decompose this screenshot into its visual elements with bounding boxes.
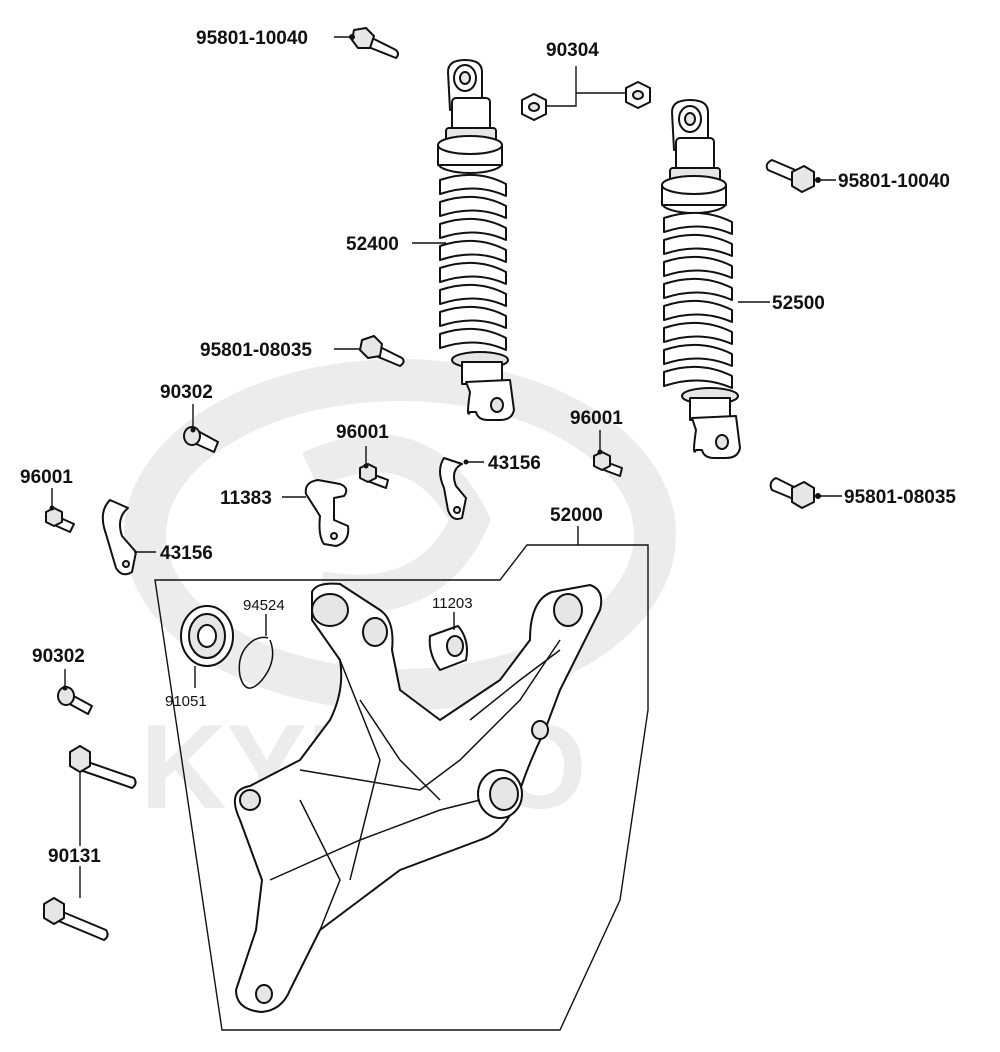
small-bolt-center (359, 463, 389, 489)
leader-lines (51, 36, 842, 898)
label-52000: 52000 (550, 505, 603, 526)
nut-left (521, 93, 547, 121)
bushing (428, 625, 468, 671)
swing-arm-group-outline (154, 544, 649, 1031)
label-95801-08035-mid-left: 95801-08035 (200, 340, 312, 361)
leader-dots (49, 34, 821, 691)
screw-upper (183, 426, 219, 453)
left-shock-absorber (437, 59, 515, 421)
flange-bolt-top-left (351, 27, 399, 59)
right-shock-absorber (661, 99, 741, 459)
circlip (238, 636, 274, 689)
label-95801-10040-top-left: 95801-10040 (196, 28, 308, 49)
bearing (180, 605, 234, 667)
flange-bolt-mid-left (359, 335, 405, 367)
label-95801-10040-top-right: 95801-10040 (838, 171, 950, 192)
label-95801-08035-mid-right: 95801-08035 (844, 487, 956, 508)
label-90302-lower: 90302 (32, 646, 85, 667)
label-96001-left: 96001 (20, 467, 73, 488)
bracket (304, 479, 350, 547)
label-94524: 94524 (243, 597, 285, 614)
label-90302-upper: 90302 (160, 382, 213, 403)
label-90131: 90131 (48, 846, 101, 867)
label-96001-center: 96001 (336, 422, 389, 443)
label-52500: 52500 (772, 293, 825, 314)
small-bolt-left (45, 507, 75, 533)
label-11383: 11383 (220, 488, 272, 509)
label-96001-right: 96001 (570, 408, 623, 429)
flange-bolt-top-right (765, 159, 815, 193)
label-43156-left: 43156 (160, 543, 213, 564)
screw-lower (57, 686, 93, 715)
hose-clamp-left (101, 499, 137, 576)
hose-clamp-center (439, 457, 467, 520)
label-90304: 90304 (546, 40, 599, 61)
swing-arm (233, 582, 603, 1013)
flange-bolt-mid-right (769, 477, 815, 509)
label-43156-center: 43156 (488, 453, 541, 474)
long-bolt-lower (43, 897, 109, 941)
long-bolt-upper (69, 745, 137, 789)
label-52400: 52400 (346, 234, 399, 255)
nut-right (625, 81, 651, 109)
label-11203: 11203 (432, 595, 473, 612)
label-91051: 91051 (165, 693, 207, 710)
